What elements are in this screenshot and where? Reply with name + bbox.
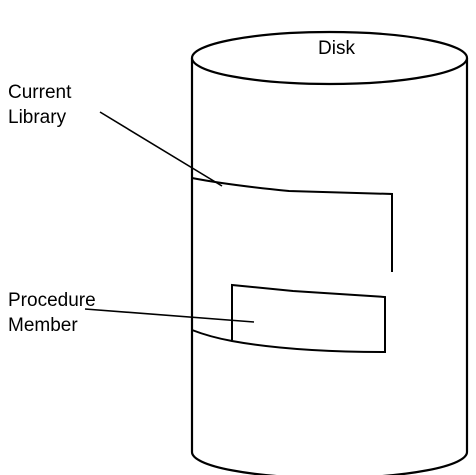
disk-label-text: Disk bbox=[318, 36, 355, 61]
disk-label: Disk bbox=[318, 36, 355, 61]
cylinder-body bbox=[192, 58, 467, 475]
procedure-member-label: Procedure Member bbox=[8, 288, 96, 338]
current-library-label: Current Library bbox=[8, 80, 71, 130]
current-library-label-line-2: Library bbox=[8, 105, 71, 130]
current-library-label-line-1: Current bbox=[8, 80, 71, 105]
procedure-member-label-line-2: Member bbox=[8, 313, 96, 338]
procedure-member-label-line-1: Procedure bbox=[8, 288, 96, 313]
